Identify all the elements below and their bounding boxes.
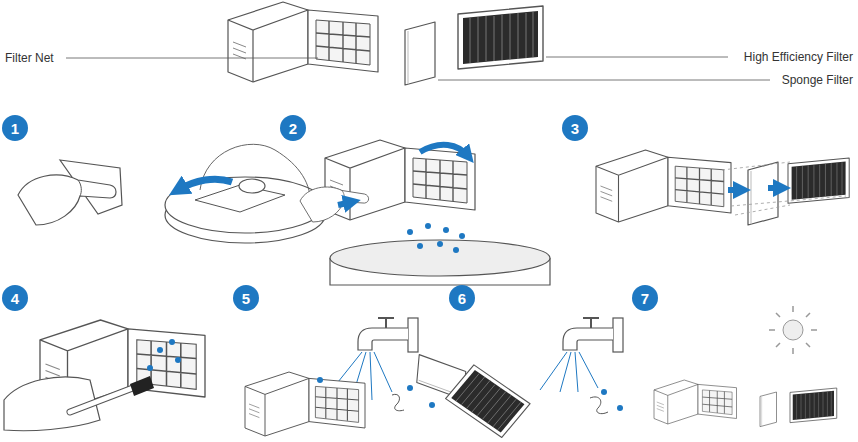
dustbin (245, 372, 365, 436)
part-label: High Efficiency Filter (743, 50, 854, 64)
step-brush (4, 320, 205, 431)
dashed-guide (722, 162, 846, 215)
direction-arrow (768, 185, 782, 191)
step-remove-filters (596, 150, 849, 225)
direction-arrow (420, 145, 468, 156)
callout-text: 7 (641, 291, 649, 306)
hand (300, 187, 369, 222)
step-rinse-bin (245, 318, 473, 436)
faucet (358, 318, 418, 352)
lidar (239, 179, 265, 193)
hepa-filter (790, 388, 837, 423)
water-drops (317, 377, 435, 408)
callout-number: 2 (280, 115, 306, 141)
dustbin (228, 2, 378, 82)
step-open-lid (18, 144, 325, 243)
direction-arrow (728, 187, 742, 193)
callout-text: 2 (289, 121, 297, 136)
dustbin (596, 150, 731, 222)
callout-number: 4 (2, 285, 28, 311)
step-empty-bin (300, 140, 550, 285)
leader-line (546, 57, 728, 58)
callout-number: 6 (449, 285, 475, 311)
dustbin (654, 380, 737, 424)
sun (769, 306, 817, 354)
water-drops (601, 389, 623, 411)
parts-overview (66, 2, 770, 85)
callout-number: 5 (233, 285, 259, 311)
callout-number: 7 (632, 285, 658, 311)
direction-arrow (338, 202, 352, 205)
callout-text: 4 (11, 291, 19, 306)
dustbin (325, 140, 475, 220)
sponge-filter (748, 162, 778, 225)
step-rinse-filter (446, 318, 623, 442)
callout-text: 3 (571, 121, 579, 136)
trash-can-rim (330, 240, 550, 276)
brush-head (130, 376, 154, 396)
sponge-filter (760, 392, 777, 427)
brush-handle (70, 386, 138, 412)
water (540, 352, 598, 392)
callout-number: 3 (562, 115, 588, 141)
callout-text: 1 (11, 121, 19, 136)
part-label: Filter Net (4, 51, 55, 65)
dust-dots (407, 223, 465, 253)
hepa-filter (458, 6, 543, 69)
part-label: Sponge Filter (781, 73, 854, 87)
callout-number: 1 (2, 115, 28, 141)
callout-text: 5 (242, 291, 250, 306)
water-splash (392, 394, 404, 410)
sponge-filter (405, 22, 435, 85)
leader-line (66, 58, 318, 59)
lid-swing (200, 144, 310, 205)
hepa-filter (446, 360, 530, 442)
water-splash (590, 397, 608, 414)
hand (18, 175, 116, 225)
step-dry (654, 306, 837, 427)
direction-arrow (178, 179, 232, 190)
leader-line (438, 80, 770, 81)
dust-dots (147, 339, 181, 371)
faucet (563, 318, 623, 352)
callout-text: 6 (458, 291, 466, 306)
robot-top (165, 177, 325, 233)
